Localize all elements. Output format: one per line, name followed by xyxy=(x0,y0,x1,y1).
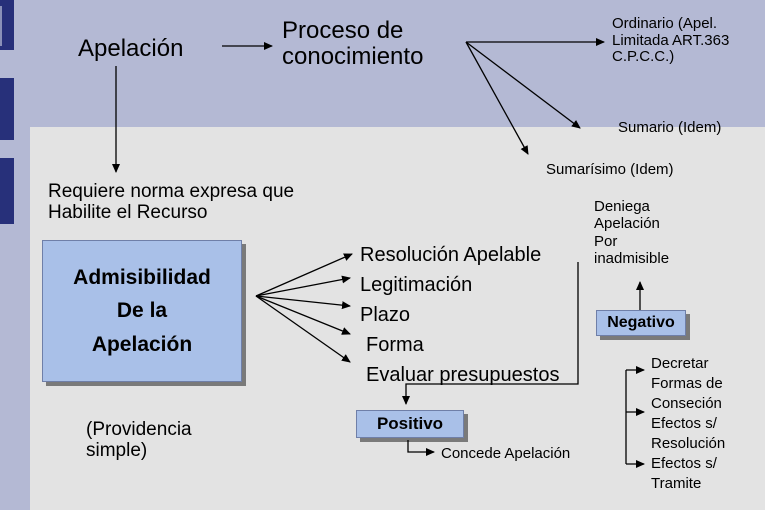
node-providencia: (Providencia simple) xyxy=(86,419,192,461)
requisito-item: Forma xyxy=(366,334,424,356)
node-requiere: Requiere norma expresa que Habilite el R… xyxy=(48,181,295,223)
arrow-to-legitimacion xyxy=(255,275,351,297)
arrow-to-sumario xyxy=(465,41,581,129)
arrow-to-sumarisimo xyxy=(465,41,529,155)
requisitos-list: Resolución Apelable Legitimación Plazo F… xyxy=(360,240,559,390)
requisito-item: Legitimación xyxy=(360,274,473,296)
negativo-label: Negativo xyxy=(607,314,675,331)
node-ordinario: Ordinario (Apel. Limitada ART.363 C.P.C.… xyxy=(612,15,730,65)
node-deniega: Deniega Apelación Por inadmisible xyxy=(594,198,670,267)
node-proceso: Proceso de conocimiento xyxy=(282,17,424,71)
requisito-item: Evaluar presupuestos xyxy=(366,364,560,386)
node-sumario: Sumario (Idem) xyxy=(618,119,722,136)
arrow-to-positivo xyxy=(402,262,579,405)
node-apelacion: Apelación xyxy=(78,35,184,62)
positivo-box: Positivo xyxy=(356,410,464,438)
admisibilidad-label: Admisibilidad De la Apelación xyxy=(73,265,211,356)
positivo-label: Positivo xyxy=(376,414,444,433)
arrow-to-evaluar xyxy=(255,295,351,363)
requisito-item: Resolución Apelable xyxy=(360,244,542,266)
requisito-item: Plazo xyxy=(360,304,411,326)
arrow-to-resolucion xyxy=(255,253,353,297)
negativo-box: Negativo xyxy=(596,310,686,336)
sidebar-mark-highlight xyxy=(0,6,2,46)
admisibilidad-box: Admisibilidad De la Apelación xyxy=(42,240,242,382)
arrow-positivo-concede xyxy=(407,440,435,456)
node-concede: Concede Apelación xyxy=(441,445,571,462)
node-sumarisimo: Sumarísimo (Idem) xyxy=(546,161,674,178)
sidebar-mark xyxy=(0,158,14,224)
arrow-to-forma xyxy=(255,295,351,335)
node-decretar: Decretar Formas de Conseción Efectos s/ … xyxy=(651,355,726,492)
arrow-to-plazo xyxy=(255,295,351,310)
sidebar-mark xyxy=(0,78,14,140)
sidebar-mark xyxy=(0,0,14,50)
